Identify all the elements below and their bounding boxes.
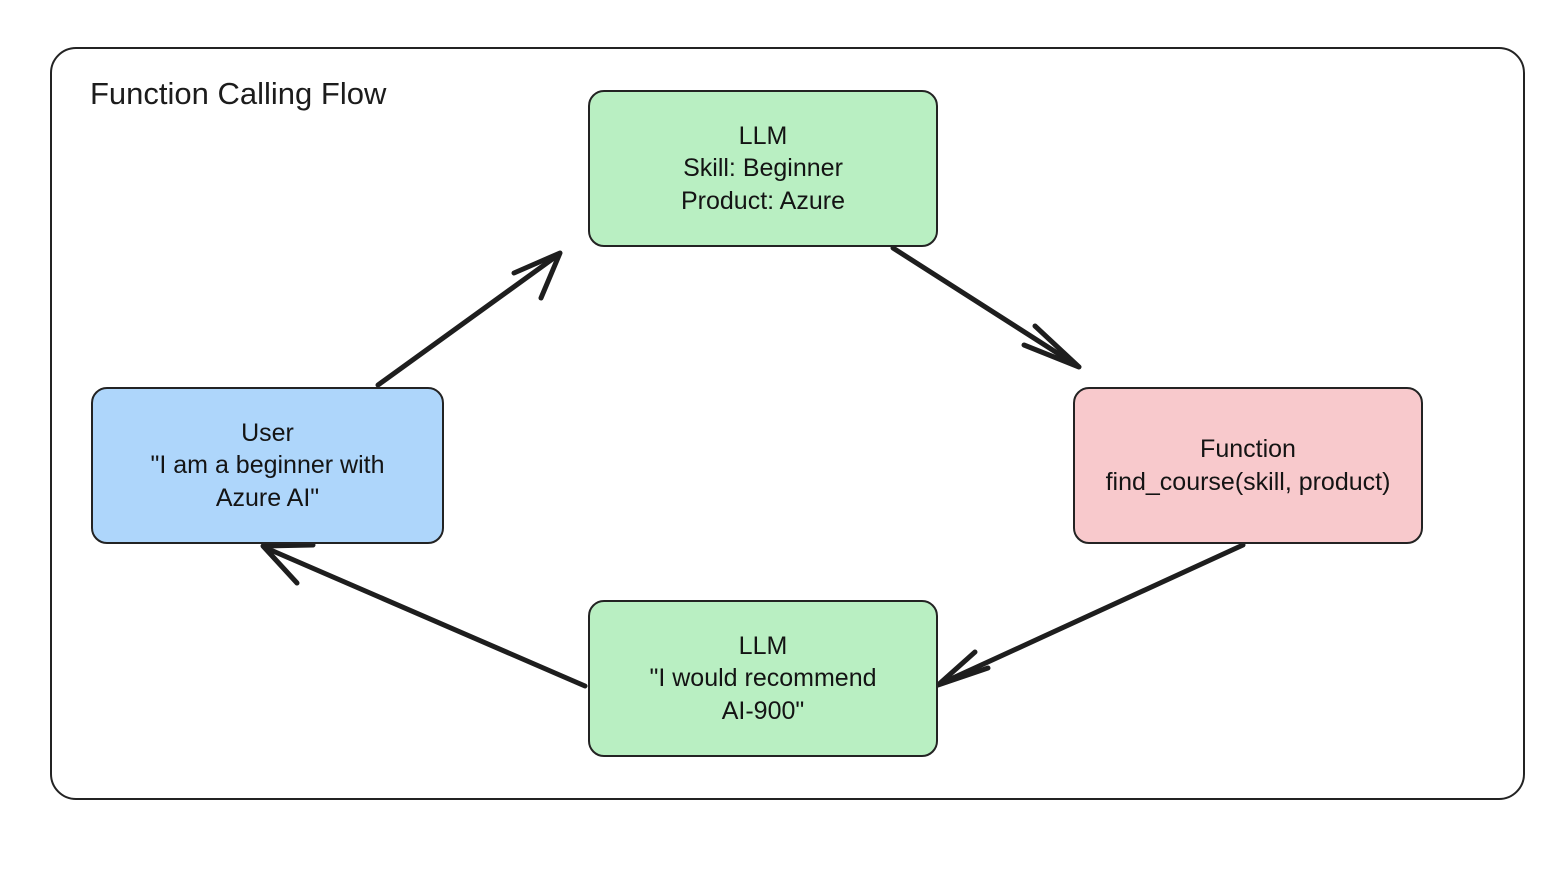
llm-request-node[interactable]: LLM Skill: Beginner Product: Azure (588, 90, 938, 247)
user-line-2: "I am a beginner with (150, 451, 385, 480)
function-line-1: Function (1200, 435, 1296, 463)
llm-request-line-1: LLM (738, 121, 788, 150)
diagram-title: Function Calling Flow (90, 76, 387, 111)
function-line-2: find_course(skill, product) (1105, 467, 1391, 496)
llm-request-line-3: Product: Azure (681, 186, 845, 215)
user-line-1: User (241, 418, 294, 447)
user-node[interactable]: User "I am a beginner with Azure AI" (91, 387, 444, 544)
llm-response-line-1: LLM (738, 631, 788, 660)
llm-request-line-2: Skill: Beginner (683, 154, 843, 183)
flow-container (50, 47, 1525, 800)
llm-response-line-2: "I would recommend (649, 664, 877, 693)
llm-response-node[interactable]: LLM "I would recommend AI-900" (588, 600, 938, 757)
user-line-3: Azure AI" (215, 483, 320, 512)
llm-response-line-3: AI-900" (721, 696, 805, 725)
function-node[interactable]: Function find_course(skill, product) (1073, 387, 1423, 544)
